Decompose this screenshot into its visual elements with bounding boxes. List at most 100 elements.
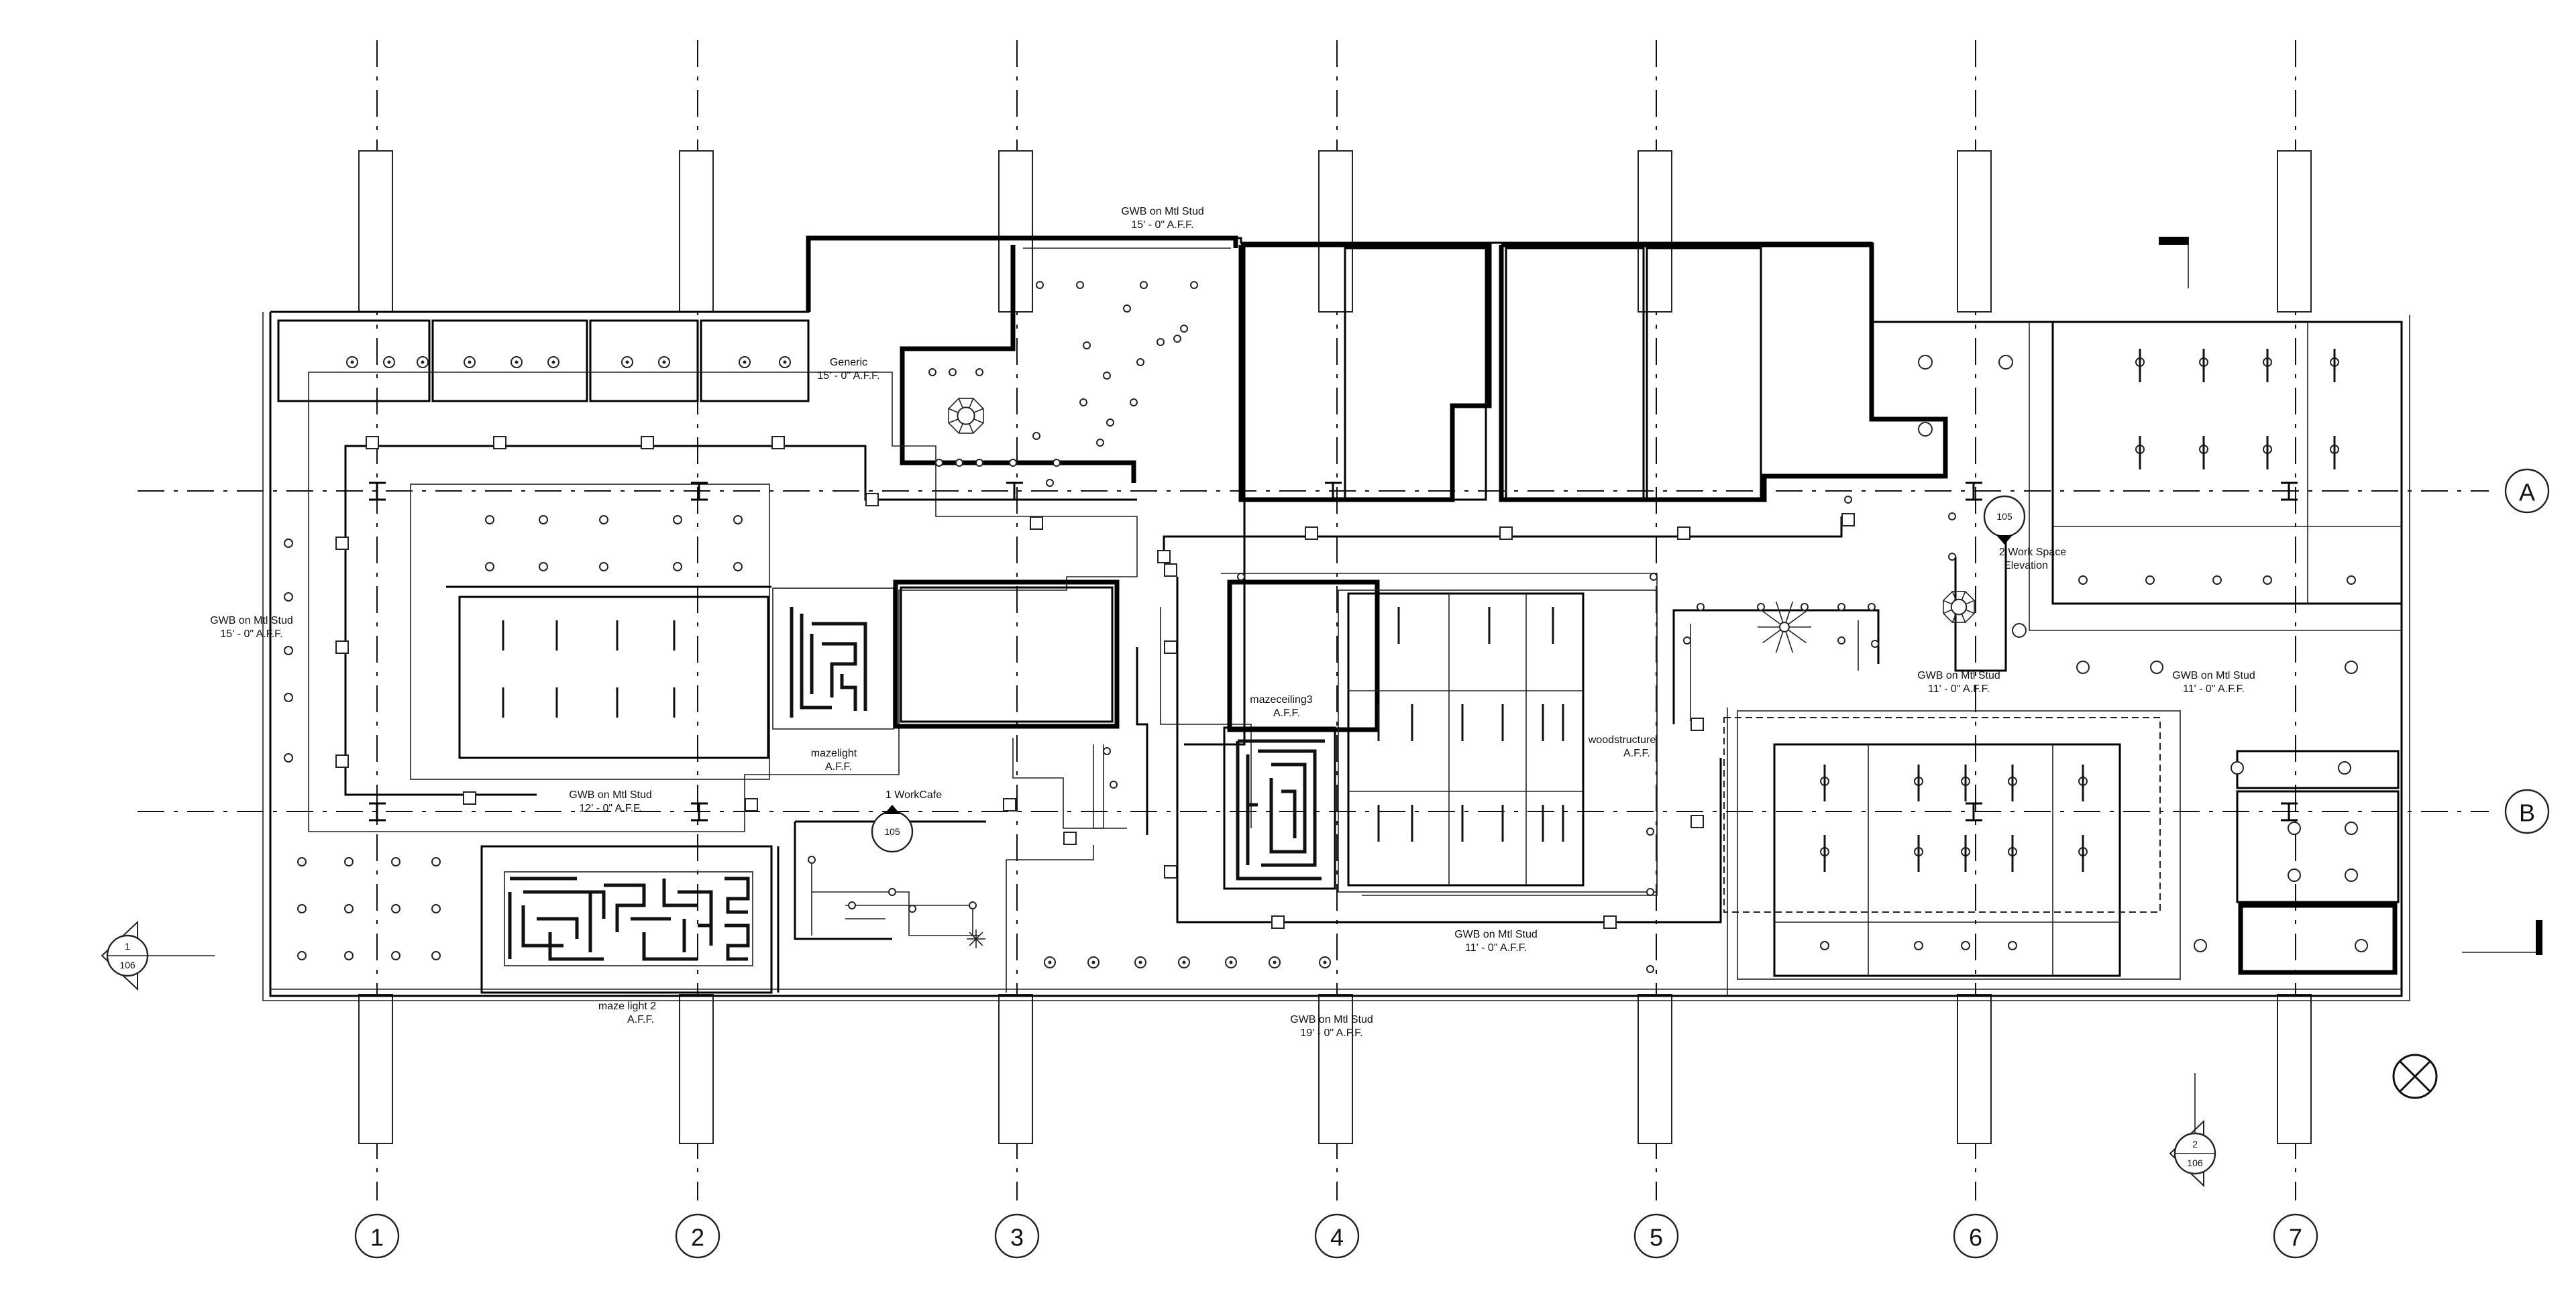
downlight-center	[1048, 960, 1052, 964]
downlight	[2231, 761, 2244, 775]
downlight	[969, 901, 977, 909]
track-node	[335, 754, 349, 768]
downlight	[391, 951, 400, 960]
track-node	[1063, 832, 1077, 845]
beam-symbols	[369, 482, 2298, 822]
grid-bubble-col-4: 4	[1314, 1213, 1360, 1259]
downlight	[2145, 575, 2155, 585]
tag-gwb-bottom-line2: 19' - 0" A.F.F.	[1300, 1027, 1362, 1039]
tag-maze-light-2-line1: maze light 2	[598, 1001, 656, 1012]
downlight	[1837, 603, 1845, 611]
track-node	[1677, 526, 1690, 540]
downlight	[431, 904, 441, 913]
section-2-sheet: 106	[2187, 1158, 2203, 1168]
track-node	[771, 436, 785, 449]
tag-woodstructure: woodstructure A.F.F.	[1588, 734, 1656, 759]
downlight	[2338, 761, 2351, 775]
tag-maze-light-2: maze light 2 A.F.F.	[598, 1001, 656, 1025]
grid-lines	[138, 40, 2489, 1200]
grid-label-6: 6	[1969, 1224, 1982, 1251]
downlight	[2008, 941, 2017, 950]
tag-gwb-mid-left-line1: GWB on Mtl Stud	[569, 789, 652, 801]
pendant-hub	[1950, 598, 1968, 616]
downlight	[928, 368, 936, 376]
maze-light-2	[480, 845, 773, 994]
downlight-center	[468, 360, 472, 364]
track-node	[1690, 718, 1704, 731]
downlight	[1079, 398, 1087, 406]
tag-gwb-top-line2: 15' - 0" A.F.F.	[1131, 219, 1193, 231]
downlight	[2012, 623, 2027, 638]
downlight	[935, 459, 943, 467]
downlight	[1998, 355, 2013, 370]
downlight	[297, 951, 307, 960]
starburst-hub	[1779, 622, 1790, 632]
sconce-ray	[969, 932, 977, 940]
grid-bubble-col-7: 7	[2273, 1213, 2318, 1259]
downlight	[808, 856, 816, 864]
downlight	[1180, 325, 1188, 333]
downlight	[1697, 603, 1705, 611]
downlight-center	[1182, 960, 1186, 964]
track-node	[366, 436, 379, 449]
tag-work-space-line2: Elevation	[2004, 560, 2048, 571]
track-node	[1841, 513, 1855, 526]
downlight	[391, 904, 400, 913]
downlight	[1646, 828, 1654, 836]
downlight	[1948, 553, 1956, 561]
tag-woodstructure-line1: woodstructure	[1588, 734, 1656, 746]
columns	[358, 150, 2312, 1144]
tag-work-space: 2 Work Space Elevation	[1999, 547, 2066, 571]
grid-bubble-col-1: 1	[354, 1213, 400, 1259]
tag-gwb-right-b: GWB on Mtl Stud 11' - 0" A.F.F.	[2172, 670, 2255, 695]
elevation-marker-105-cafe: 105	[871, 805, 914, 853]
downlight	[284, 592, 293, 602]
pendant-hub	[957, 406, 975, 425]
light-fixtures	[284, 281, 2368, 973]
grid-label-b: B	[2519, 799, 2535, 827]
tag-gwb-left-line2: 15' - 0" A.F.F.	[220, 628, 282, 640]
north-symbol	[2392, 1054, 2438, 1099]
track-node	[1305, 526, 1318, 540]
downlight	[2288, 822, 2301, 835]
downlight	[1103, 372, 1111, 380]
downlight	[2212, 575, 2222, 585]
tag-gwb-right-a-line2: 11' - 0" A.F.F.	[1928, 683, 1990, 695]
tag-generic-line2: 15' - 0" A.F.F.	[817, 370, 879, 382]
downlight	[1820, 941, 1829, 950]
tag-gwb-right-a-line1: GWB on Mtl Stud	[1917, 670, 2000, 681]
downlight	[485, 562, 494, 571]
grid-bubble-row-b: B	[2504, 789, 2550, 834]
downlight-center	[783, 360, 787, 364]
tag-gwb-top: GWB on Mtl Stud 15' - 0" A.F.F.	[1121, 206, 1204, 231]
center-left-rooms	[446, 579, 1120, 759]
grid-bubble-col-2: 2	[675, 1213, 720, 1259]
tag-work-cafe-label: 1 WorkCafe	[885, 789, 942, 801]
downlight	[1106, 418, 1114, 427]
sconce-ray	[975, 938, 983, 946]
downlight	[908, 905, 916, 913]
downlight	[599, 515, 608, 524]
downlight	[284, 693, 293, 702]
downlight	[1683, 636, 1691, 644]
downlight	[1190, 281, 1198, 289]
section-1-sheet: 106	[119, 960, 136, 970]
downlight	[2194, 939, 2207, 952]
track-node	[1164, 640, 1177, 654]
downlight	[1123, 304, 1131, 313]
downlight	[485, 515, 494, 524]
downlight	[1096, 439, 1104, 447]
grid-label-5: 5	[1650, 1224, 1663, 1251]
track-node	[493, 436, 506, 449]
downlight	[1868, 603, 1876, 611]
top-right-rooms	[1238, 242, 1948, 502]
track-node	[463, 791, 476, 805]
downlight	[2345, 822, 2358, 835]
downlight	[344, 904, 354, 913]
downlight	[1801, 603, 1809, 611]
track-node	[1164, 563, 1177, 577]
octagon-pendant-top	[948, 398, 984, 434]
downlight	[1914, 941, 1923, 950]
octagon-pendant-right	[1943, 591, 1975, 623]
downlight-center	[387, 360, 391, 364]
